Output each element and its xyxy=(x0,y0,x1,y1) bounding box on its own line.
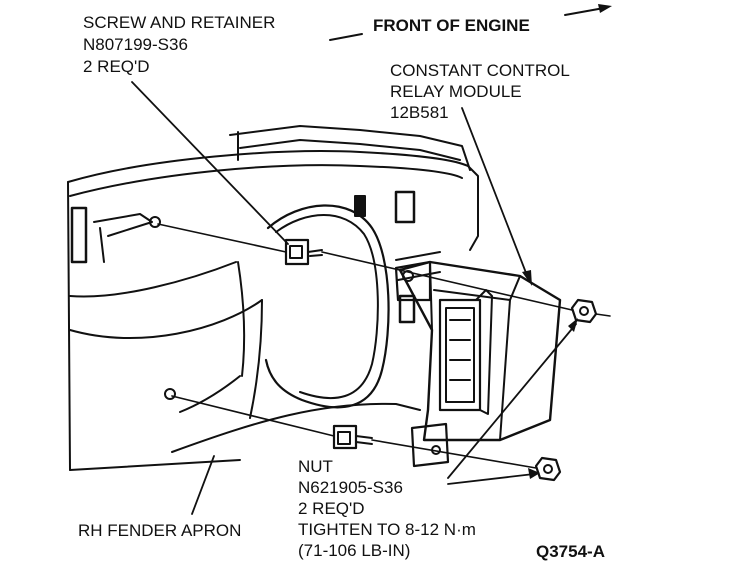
nut-label-line-2: N621905-S36 xyxy=(298,478,403,497)
screw-label-line-2: N807199-S36 xyxy=(83,35,188,54)
screw-and-retainer-lower xyxy=(332,424,373,450)
nut-label-line-5: (71-106 LB-IN) xyxy=(298,541,411,560)
nut-label-line-1: NUT xyxy=(298,457,333,476)
nut-lower xyxy=(534,456,562,482)
figure-id: Q3754-A xyxy=(536,542,605,561)
module-label-line-1: CONSTANT CONTROL xyxy=(390,61,570,80)
screw-and-retainer-upper xyxy=(284,238,323,266)
leader-lines xyxy=(131,81,578,515)
nut-upper xyxy=(570,298,598,324)
nut-label-line-4: TIGHTEN TO 8-12 N·m xyxy=(298,520,476,539)
front-of-engine-label: FRONT OF ENGINE xyxy=(373,16,530,35)
nut-label-line-3: 2 REQ'D xyxy=(298,499,365,518)
screw-label-line-3: 2 REQ'D xyxy=(83,57,150,76)
alignment-lines xyxy=(157,223,611,469)
relay-module xyxy=(394,260,562,468)
apron-label: RH FENDER APRON xyxy=(78,521,242,540)
module-label-line-3: 12B581 xyxy=(390,103,449,122)
front-of-engine-arrow xyxy=(329,4,612,41)
module-label-line-2: RELAY MODULE xyxy=(390,82,522,101)
fender-apron-panel xyxy=(67,125,479,471)
screw-label-line-1: SCREW AND RETAINER xyxy=(83,13,276,32)
